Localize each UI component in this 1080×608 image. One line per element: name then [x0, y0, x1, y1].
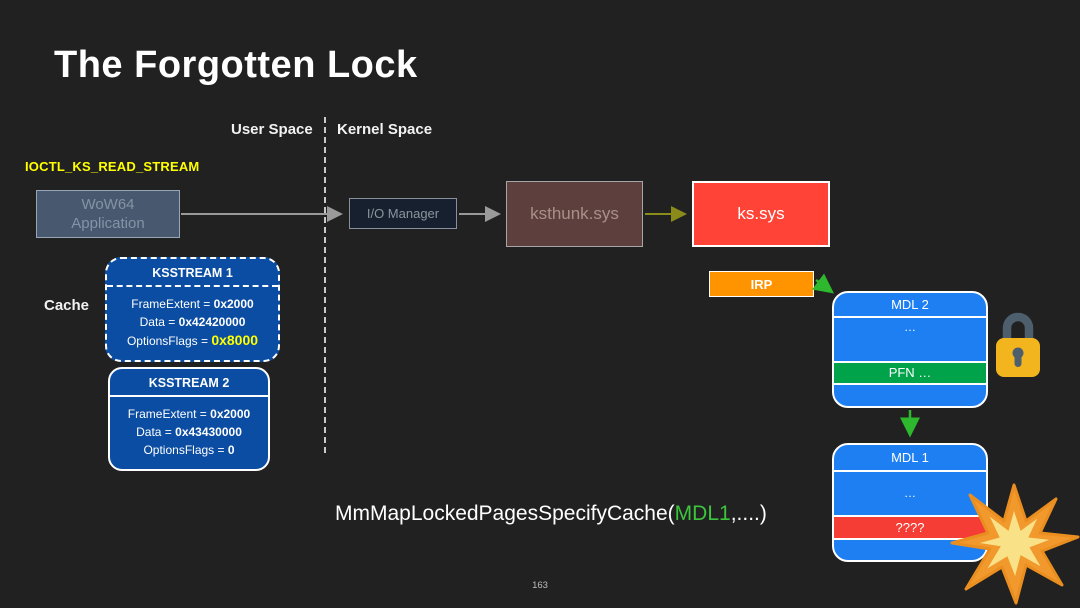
cache-label: Cache: [44, 297, 90, 314]
page-title: The Forgotten Lock: [54, 44, 418, 86]
wow64-application-box: WoW64 Application: [36, 190, 180, 238]
mdl1-title: MDL 1: [891, 450, 929, 465]
user-space-label: User Space: [231, 121, 313, 138]
separator: [834, 383, 986, 385]
ksstream1-optionsflags: OptionsFlags = 0x8000: [126, 332, 259, 348]
arrow-irp-to-mdl2: [812, 273, 834, 294]
separator: [834, 361, 986, 363]
ksstream2-frameextent: FrameExtent = 0x2000: [127, 407, 251, 421]
io-manager-label: I/O Manager: [366, 206, 440, 221]
mdl1-dots: …: [904, 486, 916, 500]
ksstream2-box: KSSTREAM 2 FrameExtent = 0x2000 Data = 0…: [108, 367, 270, 471]
ksthunk-label: ksthunk.sys: [530, 204, 619, 223]
ksstream2-data: Data = 0x43430000: [136, 425, 242, 439]
ksstream1-title: KSSTREAM 1: [107, 259, 278, 287]
mdl1-unknown-row: ????: [834, 517, 986, 538]
separator: [834, 515, 986, 517]
irp-label: IRP: [750, 276, 773, 292]
api-call-text: MmMapLockedPagesSpecifyCache(MDL1,....): [335, 502, 767, 525]
lock-icon: [996, 312, 1040, 377]
mdl1-argument: MDL1: [674, 502, 731, 525]
ks-sys-label: ks.sys: [737, 204, 785, 223]
page-number: 163: [532, 580, 548, 591]
ksstream2-title: KSSTREAM 2: [110, 369, 268, 397]
ksstream1-frameextent: FrameExtent = 0x2000: [131, 297, 254, 311]
ksthunk-box: ksthunk.sys: [506, 181, 643, 247]
ksstream2-optionsflags: OptionsFlags = 0: [143, 443, 235, 457]
mdl2-footer-row: [834, 385, 986, 406]
separator: [834, 470, 986, 472]
kernel-space-label: Kernel Space: [337, 121, 433, 138]
ioctl-label: IOCTL_KS_READ_STREAM: [25, 159, 200, 174]
io-manager-box: I/O Manager: [349, 198, 457, 229]
ksstream1-box: KSSTREAM 1 FrameExtent = 0x2000 Data = 0…: [105, 257, 280, 362]
wow64-application-label: WoW64 Application: [71, 196, 145, 232]
mdl2-pfn-row: PFN …: [834, 363, 986, 383]
ks-sys-box: ks.sys: [692, 181, 830, 247]
mdl2-title: MDL 2: [891, 297, 929, 312]
separator: [834, 538, 986, 540]
mdl2-box: MDL 2 … PFN …: [832, 291, 988, 408]
ksstream1-data: Data = 0x42420000: [139, 315, 246, 329]
explosion-icon: [950, 483, 1080, 605]
irp-box: IRP: [709, 271, 814, 297]
separator: [834, 316, 986, 318]
mdl2-dots: …: [904, 320, 916, 334]
user-kernel-divider: [324, 117, 326, 453]
